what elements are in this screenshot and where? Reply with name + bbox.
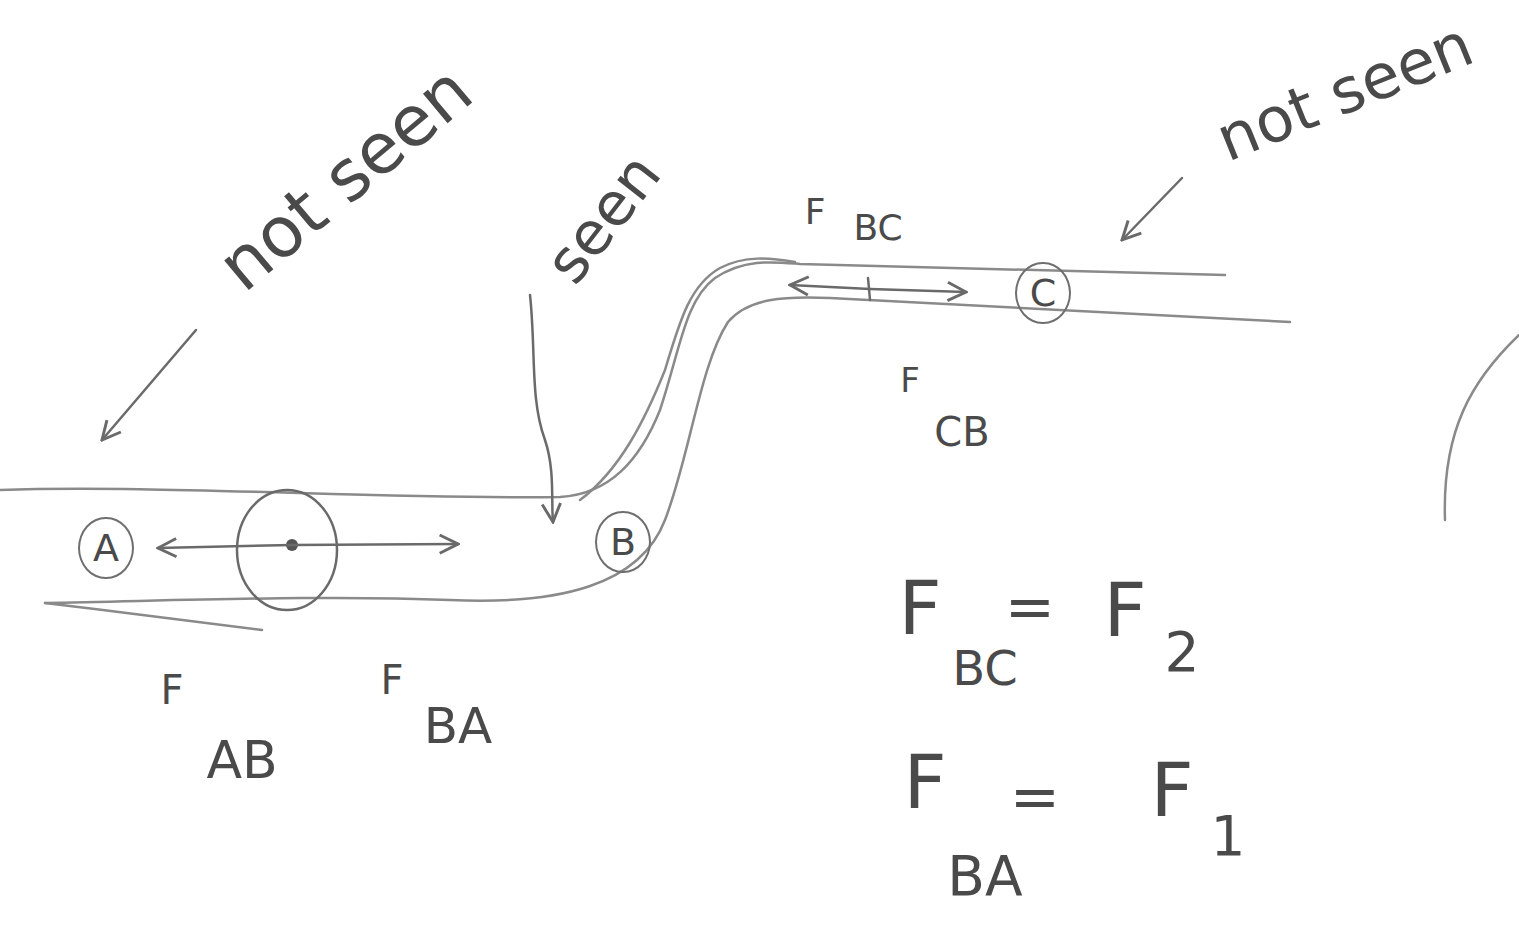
force-symbol: 1 bbox=[1211, 809, 1246, 864]
tube-wall bbox=[580, 259, 795, 500]
pointer-arrow bbox=[530, 295, 553, 522]
force-arrow bbox=[870, 289, 966, 292]
tube-wall bbox=[45, 297, 1290, 603]
pointer-arrow bbox=[1122, 178, 1182, 240]
point-letter: B bbox=[610, 523, 636, 561]
pointer-arrow bbox=[102, 330, 196, 440]
annotation-text: not seen bbox=[1209, 13, 1482, 171]
force-symbol: F bbox=[903, 745, 946, 820]
force-symbol: F bbox=[900, 363, 920, 397]
tube-wall bbox=[0, 262, 1225, 497]
force-symbol: BA bbox=[947, 849, 1022, 904]
force-symbol: BC bbox=[952, 644, 1018, 692]
point-letter: A bbox=[93, 529, 119, 567]
force-symbol: = bbox=[1010, 766, 1060, 826]
body-circle bbox=[237, 490, 337, 610]
force-symbol: F bbox=[380, 660, 403, 700]
force-tick bbox=[868, 278, 870, 300]
force-arrow bbox=[158, 545, 292, 548]
force-arrow bbox=[790, 285, 870, 289]
force-symbol: F bbox=[1150, 753, 1193, 828]
force-arrow bbox=[292, 544, 458, 545]
force-symbol: F bbox=[1103, 573, 1146, 648]
tube-wall bbox=[45, 603, 262, 630]
circled-letter: C bbox=[1015, 262, 1071, 325]
circled-letter: B bbox=[595, 511, 651, 574]
force-symbol: 2 bbox=[1165, 625, 1200, 680]
annotation-text: not seen bbox=[206, 54, 484, 303]
annotation-text: seen bbox=[535, 143, 670, 293]
force-symbol: BA bbox=[424, 701, 493, 751]
force-symbol: F bbox=[898, 571, 941, 646]
force-symbol: F bbox=[805, 194, 826, 230]
force-symbol: BC bbox=[853, 210, 902, 246]
force-symbol: = bbox=[1005, 576, 1055, 636]
force-symbol: F bbox=[160, 670, 183, 710]
point-letter: C bbox=[1030, 274, 1057, 312]
circled-letter: A bbox=[78, 517, 134, 580]
force-symbol: CB bbox=[934, 412, 989, 452]
force-symbol: AB bbox=[206, 734, 277, 786]
partial-circle bbox=[1445, 335, 1519, 520]
